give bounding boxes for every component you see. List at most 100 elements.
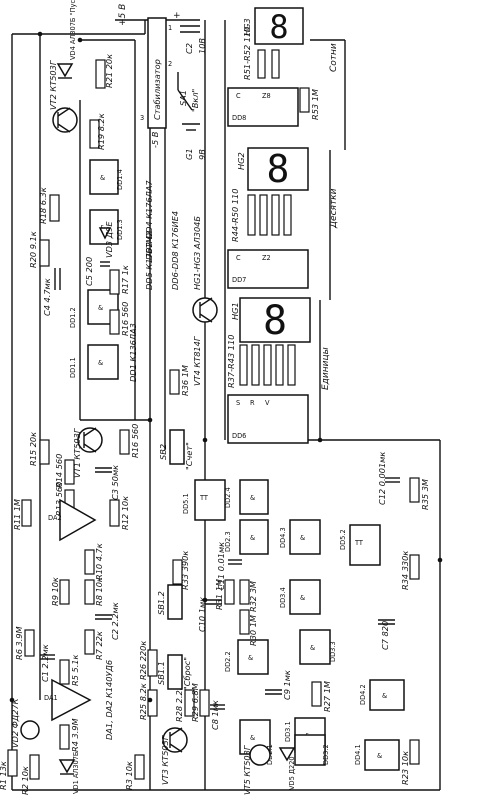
c5-label: C5 200 [84,257,94,286]
r32-label: R32 3М [248,581,258,612]
r10-label: R10 4.7к [94,543,104,580]
r22-resistor [95,59,106,89]
r19-resistor [109,269,120,295]
dd6-pin-s: S [236,399,240,407]
r30-label: R30 1М [248,615,258,646]
sb1-reset-label: "Сброс" [182,657,192,690]
dd3-2-label: DD3.2 [322,744,330,765]
logic-gates-middle: & DD2.1 & DD2.2 & DD2.3 & DD2.4 & DD3.1 … [182,479,405,771]
dd6-label: DD6 [232,432,246,440]
sb1-1-label: SB1.1 [156,661,166,685]
vd3-diode-icon [98,227,112,240]
c2-label: C2 2.2мк [110,602,120,640]
dd1-4-gate [89,159,119,195]
r28-resistor [184,689,195,717]
r4-resistor [59,724,70,750]
hg2-label: HG2 [236,152,246,170]
dd6-pin-r: R [250,399,255,407]
r14-label: R14 560 [54,454,64,488]
dd1-section: & DD1.4 & DD1.3 & DD1.2 & DD1.1 R18 6.3к… [28,159,130,380]
dd2-2-label: DD2.2 [224,651,232,672]
dd1-1-gate [87,344,119,380]
vt4-transistor [192,297,218,323]
vd1-label: VD1 АЛ307Б [72,751,80,794]
vd4-led-icon [56,63,74,78]
vt2-label: VT2 КТ503Г [48,59,58,110]
dd7-label: DD7 [232,276,246,284]
r33-label: R33 390к [180,551,190,590]
hg1-display [239,297,311,343]
tens-label: Десятки [329,188,339,229]
da2-opamp [59,498,97,542]
vt3-transistor [162,727,188,753]
dd1-2-label: DD1.2 [69,307,77,328]
r35-label: R35 3М [420,479,430,510]
c2-battery-value: 10B [197,38,207,54]
r8-resistor [84,579,95,605]
r24-resistor [409,739,420,765]
c8-label: C8 1мк [210,700,220,730]
svg-text:&: & [250,734,255,742]
r4-label: R4 3.9М [70,718,80,752]
r18-label: R18 6.3к [38,187,48,224]
dd2-3-gate [239,519,269,555]
dd8-label: DD8 [232,114,246,122]
r36-label: R36 1М [180,365,190,396]
sb2-count-label: "Счет" [184,442,194,470]
c9-label: C9 1мк [282,670,292,700]
dd7-pin-c: C [236,254,241,262]
dd1-3-label: DD1.3 [116,219,124,240]
r9-resistor [59,579,70,605]
svg-text:&: & [300,594,305,602]
svg-text:&: & [248,654,253,662]
r26-resistor [147,649,158,677]
r11-label: R11 1М [12,499,22,530]
dd6-counter [227,394,309,444]
r36-resistor [169,369,180,395]
r37-r43-array [239,344,296,386]
sa1-label: "Вкл" [190,89,200,112]
r34-resistor [409,554,420,580]
c11-label: C11 0.01мк [216,542,226,590]
hg1-label: HG1 [230,302,240,320]
svg-text:&: & [98,359,103,367]
r44-r50-array [247,194,292,236]
r7-label: R7 22к [94,631,104,660]
dd1-1-label: DD1.1 [69,357,77,378]
ic-line-5: DD1 К136ЛА3 [128,323,138,382]
r1-label: R1 13к [0,761,8,790]
sb1-2-label: SB1.2 [156,591,166,615]
r28-label: R28 2.2М [174,683,184,722]
dd3-1-label: DD3.1 [284,721,292,742]
vt3-section: VT3 КТ503Г R25 8.2к R26 220к R28 2.2М R2… [138,641,225,785]
hg2-display [247,147,309,191]
vt2-section: VT2 КТ503Г VD4 АЛ307Б "Пуск" R21 20к R19… [48,0,114,150]
power-rails [11,19,441,791]
sb2-switch [169,429,185,465]
stabilizer-pin1: 1 [168,24,172,32]
sb2-label: SB2 [158,444,168,460]
r9-label: R9 10к [50,577,60,606]
dd1-4-label: DD1.4 [116,169,124,190]
da-type-label: DA1, DA2 К140УД6 [104,660,114,740]
dd8-counter [227,87,299,127]
bottom-left-section: R1 13к R2 10к VD1 АЛ307Б R3 10к [0,749,145,795]
r17-resistor [109,309,120,335]
r8-label: R8 10к [94,577,104,606]
svg-text:&: & [377,752,382,760]
vt5-transistor [249,744,271,766]
r2-label: R2 10к [20,766,30,795]
r21-resistor [89,119,100,149]
da1-section: DA1 R6 3.9М C1 2.2мк R5 5.1к R4 3.9М VD2… [10,626,114,752]
r6-resistor [24,629,35,657]
dd7-pin-z2: Z2 [262,254,271,262]
dd8-pin-c: C [236,92,241,100]
hg3-label: HG3 [242,18,252,36]
r34-label: R34 330к [400,551,410,590]
dd3-4-label: DD3.4 [279,587,287,608]
r16-label: R16 560 [130,424,140,458]
r29-resistor [199,689,210,717]
r11-resistor [21,499,32,527]
junction-dots [9,31,443,703]
